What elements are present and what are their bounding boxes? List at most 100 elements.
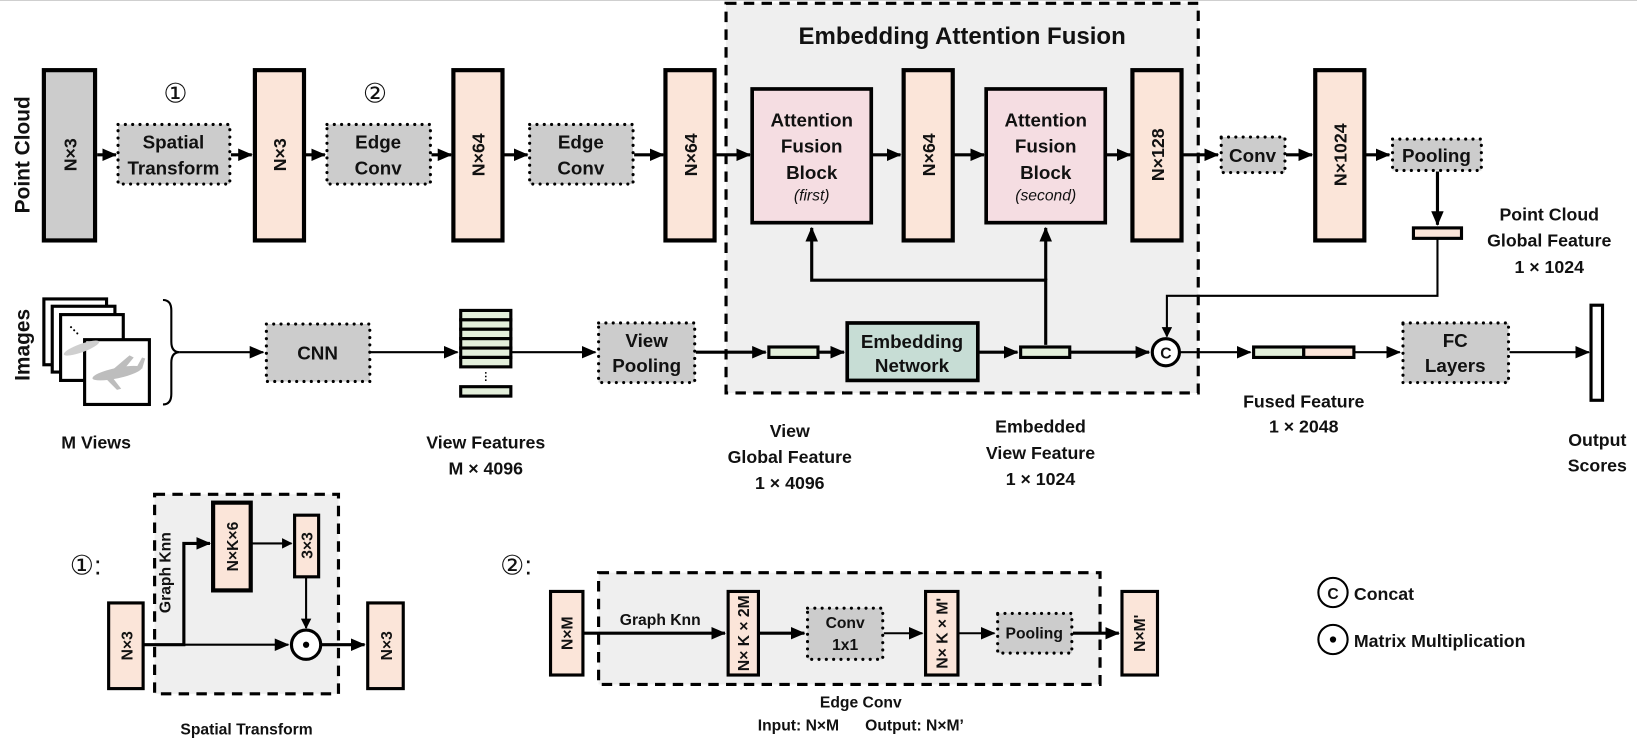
step-2-marker: ② (363, 78, 387, 109)
matrix-multiplication-icon (1329, 636, 1337, 643)
fused-feature-vector (1252, 345, 1356, 360)
tensor-n64-block-mid: N×64 (901, 68, 955, 243)
views-brace (162, 298, 180, 406)
st-graph-knn-label: Graph Knn (157, 532, 174, 613)
svg-text:(first): (first) (794, 188, 830, 205)
svg-text:N×M: N×M (559, 616, 576, 650)
svg-text:Edge: Edge (558, 132, 604, 153)
multi-view-images (42, 297, 151, 407)
svg-text:N×3: N×3 (120, 631, 137, 660)
images-row-label: Images (11, 309, 34, 381)
eaf-title: Embedding Attention Fusion (798, 23, 1125, 50)
edge-conv-io-caption: Input: N×M Output: N×M’ (758, 717, 964, 734)
st-output-block: N×3 (366, 601, 405, 691)
conv-block: Conv (1219, 135, 1287, 175)
global-feature-to-concat-arrow (1161, 239, 1439, 338)
svg-text:(second): (second) (1015, 188, 1076, 205)
svg-text:Attention: Attention (770, 110, 852, 131)
detail-1-marker: ①: (70, 550, 102, 581)
tensor-n1024-block: N×1024 (1313, 68, 1367, 243)
ec-output-block: N×M' (1120, 589, 1160, 677)
svg-text:Embedding: Embedding (861, 331, 963, 352)
fused-feature-label: Fused Feature 1 × 2048 (1243, 392, 1364, 437)
tensor-n64-block-1: N×64 (451, 68, 505, 243)
st-input-block: N×3 (107, 601, 145, 691)
airplane-icon (92, 355, 146, 390)
svg-text:N×M': N×M' (1132, 615, 1149, 652)
ec-pooling-block: Pooling (996, 611, 1074, 655)
svg-text:M × 4096: M × 4096 (449, 458, 524, 478)
svg-text:Pooling: Pooling (1006, 625, 1063, 642)
svg-text:3×3: 3×3 (299, 532, 316, 559)
svg-text:N×3: N×3 (60, 138, 80, 171)
detail-2-marker: ②: (500, 550, 532, 581)
svg-text:1 × 2048: 1 × 2048 (1269, 417, 1339, 437)
svg-text:Output: Output (1568, 430, 1626, 450)
edge-conv-block-1: Edge Conv (325, 122, 432, 186)
view-features-label: View Features M × 4096 (426, 432, 545, 478)
svg-text:Concat: Concat (1354, 584, 1414, 604)
svg-text:Scores: Scores (1568, 455, 1627, 475)
tensor-n64-block-2: N×64 (663, 68, 717, 243)
svg-text:Global Feature: Global Feature (1487, 231, 1611, 251)
svg-text:Network: Network (875, 355, 950, 376)
svg-text:Point Cloud: Point Cloud (1499, 205, 1599, 225)
svg-text:Conv: Conv (1229, 145, 1277, 166)
svg-text:1 × 4096: 1 × 4096 (755, 473, 825, 493)
svg-text:N× K × M': N× K × M' (935, 598, 952, 669)
svg-text:Spatial: Spatial (143, 132, 205, 153)
legend-concat: C Concat (1317, 576, 1414, 609)
pooling-block: Pooling (1390, 137, 1483, 173)
svg-text:Embedded: Embedded (995, 417, 1086, 437)
ec-nk2m-block: N× K × 2M (726, 589, 760, 677)
point-cloud-global-feature-vector (1411, 226, 1464, 240)
svg-text:N×K×6: N×K×6 (225, 521, 242, 571)
svg-text:Fused Feature: Fused Feature (1243, 392, 1364, 412)
svg-text:1 × 1024: 1 × 1024 (1514, 257, 1584, 277)
svg-text:Global Feature: Global Feature (728, 447, 852, 467)
svg-text:View: View (770, 421, 810, 441)
legend-matrix-multiplication: Matrix Multiplication (1317, 623, 1526, 656)
st-3x3-block: 3×3 (293, 513, 321, 579)
spatial-transform-block: Spatial Transform (116, 122, 232, 186)
view-features-stack (459, 308, 513, 398)
graph-knn-arrow (144, 537, 212, 647)
spatial-transform-caption: Spatial Transform (180, 722, 312, 739)
top-border (0, 0, 1637, 1)
matrix-multiplication-node (289, 628, 323, 661)
svg-text:Layers: Layers (1425, 355, 1486, 376)
view-pooling-block: View Pooling (597, 321, 697, 385)
svg-text:Fusion: Fusion (1015, 136, 1077, 157)
svg-text:N×64: N×64 (919, 133, 939, 176)
svg-text:View Feature: View Feature (986, 443, 1095, 463)
svg-text:N× K × 2M: N× K × 2M (736, 595, 753, 671)
st-nk6-block: N×K×6 (211, 500, 253, 593)
edge-conv-caption: Edge Conv (820, 694, 902, 711)
svg-text:FC: FC (1443, 330, 1468, 351)
svg-text:N×1024: N×1024 (1331, 123, 1351, 186)
svg-text:Edge: Edge (355, 132, 401, 153)
ec-conv-1x1-block: Conv 1x1 (805, 606, 885, 661)
svg-text:Attention: Attention (1004, 110, 1086, 131)
svg-text:View: View (625, 330, 668, 351)
svg-text:N×3: N×3 (270, 138, 290, 171)
svg-text:CNN: CNN (297, 343, 338, 364)
svg-text:N×64: N×64 (681, 133, 701, 176)
svg-text:Conv: Conv (355, 158, 403, 179)
input-point-cloud-block: N×3 (41, 68, 98, 243)
attention-fusion-block-first: Attention Fusion Block (first) (750, 87, 874, 225)
step-1-marker: ① (163, 78, 187, 109)
edge-conv-block-2: Edge Conv (528, 122, 635, 186)
embedded-view-feature-vector (1019, 345, 1072, 360)
svg-text:1 × 1024: 1 × 1024 (1006, 469, 1076, 489)
svg-text:View Features: View Features (426, 432, 545, 452)
svg-text:Pooling: Pooling (1402, 145, 1471, 166)
ec-input-block: N×M (548, 589, 585, 677)
svg-text:Block: Block (1020, 162, 1072, 183)
svg-text:Matrix Multiplication: Matrix Multiplication (1354, 631, 1526, 651)
m-views-label: M Views (61, 432, 131, 452)
tensor-n3-block: N×3 (252, 68, 307, 243)
concat-icon: C (1327, 586, 1338, 603)
svg-text:Pooling: Pooling (612, 355, 681, 376)
